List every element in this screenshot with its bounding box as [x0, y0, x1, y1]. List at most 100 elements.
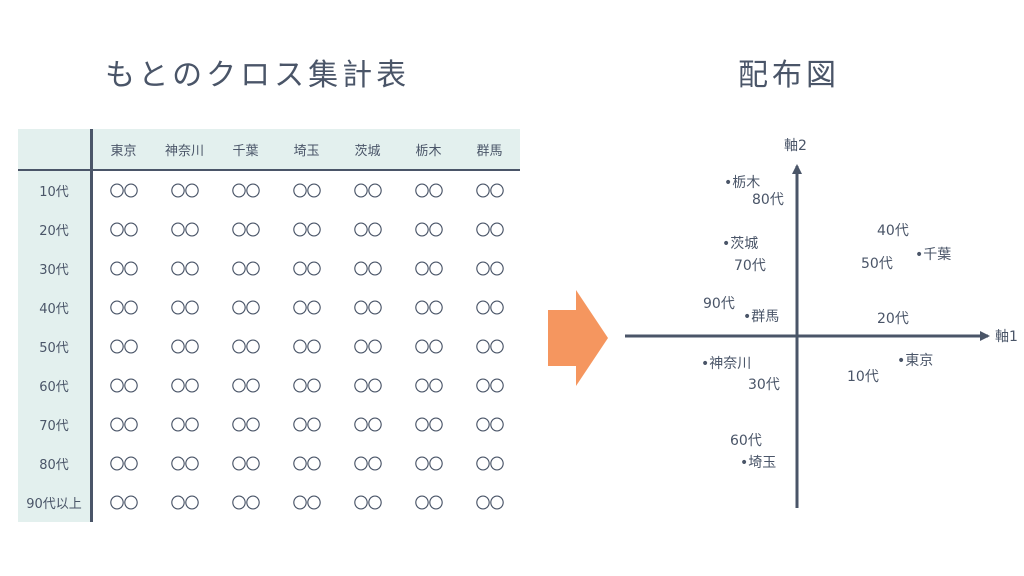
table-cell: 〇〇 — [292, 455, 321, 473]
table-cell: 〇〇 — [292, 299, 321, 317]
table-cell: 〇〇 — [109, 416, 138, 434]
table-row: 60代〇〇〇〇〇〇〇〇〇〇〇〇〇〇 — [18, 366, 520, 405]
row-header: 50代 — [18, 327, 93, 366]
row-header: 40代 — [18, 288, 93, 327]
table-cell: 〇〇 — [231, 299, 260, 317]
table-cell: 〇〇 — [414, 221, 443, 239]
table-cell: 〇〇 — [414, 455, 443, 473]
table-cell: 〇〇 — [353, 260, 382, 278]
table-cell: 〇〇 — [109, 377, 138, 395]
table-cell: 〇〇 — [231, 494, 260, 512]
table-row: 90代以上〇〇〇〇〇〇〇〇〇〇〇〇〇〇 — [18, 483, 520, 522]
point-saitama: •埼玉 — [740, 455, 776, 471]
table-title: もとのクロス集計表 — [105, 58, 411, 93]
point-tochigi: •栃木 — [724, 175, 760, 191]
table-cell: 〇〇 — [170, 377, 199, 395]
table-cell: 〇〇 — [109, 299, 138, 317]
table-cell: 〇〇 — [475, 338, 504, 356]
table-row: 80代〇〇〇〇〇〇〇〇〇〇〇〇〇〇 — [18, 444, 520, 483]
table-cell: 〇〇 — [292, 416, 321, 434]
table-cell: 〇〇 — [109, 455, 138, 473]
row-header: 30代 — [18, 249, 93, 288]
table-cell: 〇〇 — [231, 338, 260, 356]
table-header-row: 東京 神奈川 千葉 埼玉 茨城 栃木 群馬 — [18, 129, 520, 170]
point-20s: 20代 — [877, 311, 909, 327]
table-cell: 〇〇 — [414, 260, 443, 278]
table-cell: 〇〇 — [475, 494, 504, 512]
table-cell: 〇〇 — [109, 338, 138, 356]
axis-1-label: 軸1 — [995, 329, 1018, 345]
row-header: 10代 — [18, 170, 93, 210]
diagram-title: 配布図 — [738, 58, 840, 93]
point-kanagawa: •神奈川 — [701, 356, 751, 372]
table-cell: 〇〇 — [170, 494, 199, 512]
point-60s: 60代 — [730, 433, 762, 449]
table-row: 20代〇〇〇〇〇〇〇〇〇〇〇〇〇〇 — [18, 210, 520, 249]
table-cell: 〇〇 — [231, 416, 260, 434]
table-cell: 〇〇 — [109, 182, 138, 200]
point-70s: 70代 — [734, 258, 766, 274]
table-cell: 〇〇 — [353, 338, 382, 356]
point-90s: 90代 — [703, 296, 735, 312]
point-chiba: •千葉 — [915, 247, 951, 263]
point-40s: 40代 — [877, 223, 909, 239]
column-header: 茨城 — [337, 129, 398, 170]
table-cell: 〇〇 — [170, 455, 199, 473]
table-cell: 〇〇 — [475, 455, 504, 473]
table-cell: 〇〇 — [475, 260, 504, 278]
axis-2-label: 軸2 — [784, 138, 807, 154]
table-cell: 〇〇 — [231, 455, 260, 473]
table-cell: 〇〇 — [475, 221, 504, 239]
table-cell: 〇〇 — [231, 221, 260, 239]
column-header: 栃木 — [398, 129, 459, 170]
transform-arrow-icon — [548, 290, 608, 386]
table-cell: 〇〇 — [170, 338, 199, 356]
table-cell: 〇〇 — [109, 494, 138, 512]
table-cell: 〇〇 — [292, 377, 321, 395]
table-row: 70代〇〇〇〇〇〇〇〇〇〇〇〇〇〇 — [18, 405, 520, 444]
row-header: 20代 — [18, 210, 93, 249]
point-tokyo: •東京 — [897, 353, 933, 369]
table-cell: 〇〇 — [353, 494, 382, 512]
table-cell: 〇〇 — [353, 182, 382, 200]
table-cell: 〇〇 — [231, 182, 260, 200]
point-80s: 80代 — [752, 192, 784, 208]
table-cell: 〇〇 — [109, 221, 138, 239]
row-header: 70代 — [18, 405, 93, 444]
table-cell: 〇〇 — [170, 221, 199, 239]
table-cell: 〇〇 — [414, 299, 443, 317]
column-header: 神奈川 — [154, 129, 215, 170]
table-cell: 〇〇 — [170, 260, 199, 278]
row-header: 60代 — [18, 366, 93, 405]
table-cell: 〇〇 — [109, 260, 138, 278]
point-50s: 50代 — [861, 256, 893, 272]
row-header: 80代 — [18, 444, 93, 483]
table-cell: 〇〇 — [292, 182, 321, 200]
table-cell: 〇〇 — [414, 494, 443, 512]
table-cell: 〇〇 — [475, 377, 504, 395]
column-header: 群馬 — [459, 129, 520, 170]
table-cell: 〇〇 — [353, 416, 382, 434]
table-cell: 〇〇 — [414, 182, 443, 200]
table-cell: 〇〇 — [353, 299, 382, 317]
point-gunma: •群馬 — [743, 309, 779, 325]
column-header: 東京 — [91, 129, 154, 170]
table-cell: 〇〇 — [292, 494, 321, 512]
table-row: 40代〇〇〇〇〇〇〇〇〇〇〇〇〇〇 — [18, 288, 520, 327]
column-header: 千葉 — [215, 129, 276, 170]
table-cell: 〇〇 — [414, 377, 443, 395]
table-cell: 〇〇 — [475, 182, 504, 200]
table-cell: 〇〇 — [292, 221, 321, 239]
column-header: 埼玉 — [276, 129, 337, 170]
table-cell: 〇〇 — [292, 338, 321, 356]
table-cell: 〇〇 — [231, 260, 260, 278]
table-row: 10代〇〇〇〇〇〇〇〇〇〇〇〇〇〇 — [18, 170, 520, 210]
table-cell: 〇〇 — [231, 377, 260, 395]
table-cell: 〇〇 — [170, 182, 199, 200]
point-30s: 30代 — [748, 377, 780, 393]
point-ibaraki: •茨城 — [722, 236, 758, 252]
table-cell: 〇〇 — [353, 455, 382, 473]
table-cell: 〇〇 — [414, 416, 443, 434]
